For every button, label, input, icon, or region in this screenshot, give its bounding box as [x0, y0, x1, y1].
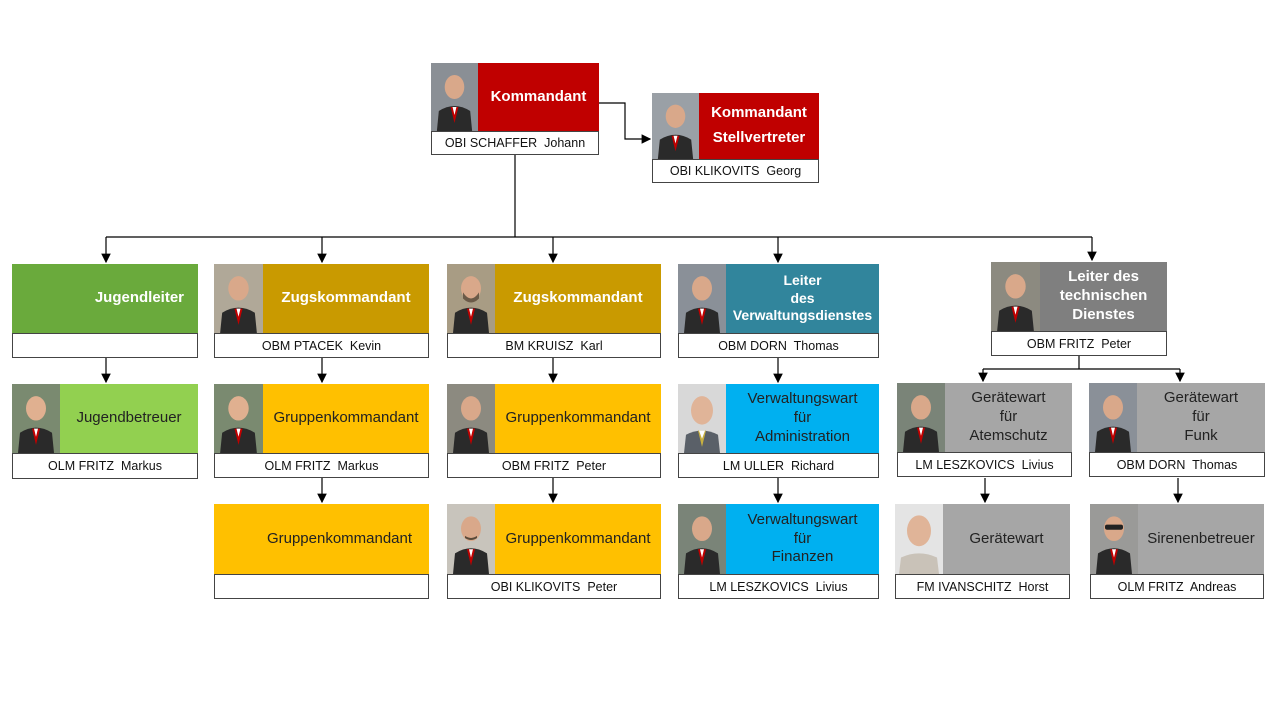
role-box: Zugskommandant — [495, 264, 661, 333]
portrait-photo — [431, 63, 478, 131]
name-box: OLM FRITZ Andreas — [1090, 574, 1264, 599]
portrait-photo — [1090, 504, 1138, 574]
line-kdt-stv — [599, 102, 652, 144]
portrait-photo — [897, 383, 945, 452]
role-box: Jugendbetreuer — [60, 384, 198, 453]
name-box: OBM DORN Thomas — [1089, 452, 1265, 477]
name-box: OBI SCHAFFER Johann — [431, 131, 599, 155]
role-box: Kommandant — [478, 63, 599, 131]
name-box: OLM FRITZ Markus — [214, 453, 429, 478]
name-box: OBM FRITZ Peter — [447, 453, 661, 478]
role-box: Zugskommandant — [263, 264, 429, 333]
role-box: Gerätewart — [943, 504, 1070, 574]
portrait-photo — [678, 384, 726, 453]
name-box: LM ULLER Richard — [678, 453, 879, 478]
name-box: OBM FRITZ Peter — [991, 331, 1167, 356]
portrait-photo — [12, 384, 60, 453]
name-box: OBM PTACEK Kevin — [214, 333, 429, 358]
portrait-photo — [447, 264, 495, 333]
role-box: Gruppenkommandant — [495, 384, 661, 453]
portrait-photo — [652, 93, 699, 159]
portrait-photo — [678, 264, 726, 333]
name-box — [12, 333, 198, 358]
portrait-photo — [991, 262, 1040, 331]
name-box: OBI KLIKOVITS Peter — [447, 574, 661, 599]
portrait-photo — [214, 264, 263, 333]
portrait-photo — [1089, 383, 1137, 452]
name-box — [214, 574, 429, 599]
name-box: OBM DORN Thomas — [678, 333, 879, 358]
portrait-photo — [214, 384, 263, 453]
portrait-photo — [447, 384, 495, 453]
role-box: Gruppenkommandant — [263, 384, 429, 453]
name-box: BM KRUISZ Karl — [447, 333, 661, 358]
role-box: Sirenenbetreuer — [1138, 504, 1264, 574]
name-box: FM IVANSCHITZ Horst — [895, 574, 1070, 599]
name-box: OLM FRITZ Markus — [12, 453, 198, 479]
portrait-photo — [895, 504, 943, 574]
role-box: Gruppenkommandant — [214, 504, 429, 574]
portrait-photo — [447, 504, 495, 574]
name-box: LM LESZKOVICS Livius — [678, 574, 879, 599]
role-box: Gruppenkommandant — [495, 504, 661, 574]
name-box: OBI KLIKOVITS Georg — [652, 159, 819, 183]
name-box: LM LESZKOVICS Livius — [897, 452, 1072, 477]
portrait-photo — [678, 504, 726, 574]
role-box: Jugendleiter — [12, 264, 198, 333]
